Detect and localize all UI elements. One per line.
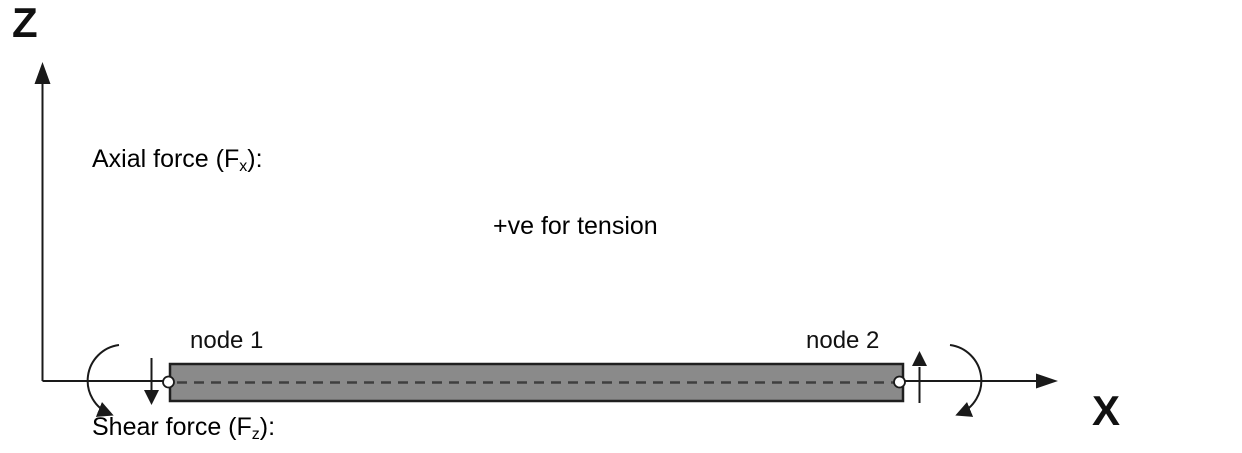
axial-force-label-text: Axial force (F — [92, 144, 240, 173]
torsion-rotation-arrow-node2-icon — [949, 344, 983, 417]
node1-label: node 1 — [190, 327, 264, 354]
axial-force-desc-line: +ve for tension — [493, 211, 658, 240]
shear-force-subscript: z — [251, 425, 260, 443]
legend-row-shear-force: Shear force (Fz): +ve for node 2 moving … — [92, 411, 1242, 453]
shear-force-label: Shear force (Fz): — [92, 411, 493, 453]
axial-force-subscript: x — [239, 157, 248, 175]
axial-force-label: Axial force (Fx): — [92, 143, 493, 311]
node2-circle — [893, 375, 906, 389]
z-axis-label: Z — [12, 0, 38, 46]
shear-force-label-colon: ): — [259, 412, 276, 441]
x-axis-label: X — [1092, 387, 1121, 434]
node2-label: node 2 — [806, 327, 880, 354]
shear-force-label-text: Shear force (F — [92, 412, 252, 441]
axial-force-description: +ve for tension — [493, 143, 658, 311]
x-axis-arrowhead-icon — [1036, 373, 1058, 389]
node1-circle — [162, 375, 175, 389]
sign-convention-legend: Axial force (Fx): +ve for tension Shear … — [92, 42, 1242, 453]
z-axis-arrowhead-icon — [34, 62, 51, 84]
shear-up-arrowhead-node2-icon — [912, 351, 927, 366]
axial-force-label-colon: ): — [247, 144, 263, 173]
torsion-rotation-arrow-node1-icon — [86, 344, 120, 417]
shear-down-arrowhead-node1-icon — [144, 390, 159, 405]
legend-row-axial-force: Axial force (Fx): +ve for tension — [92, 143, 1242, 311]
